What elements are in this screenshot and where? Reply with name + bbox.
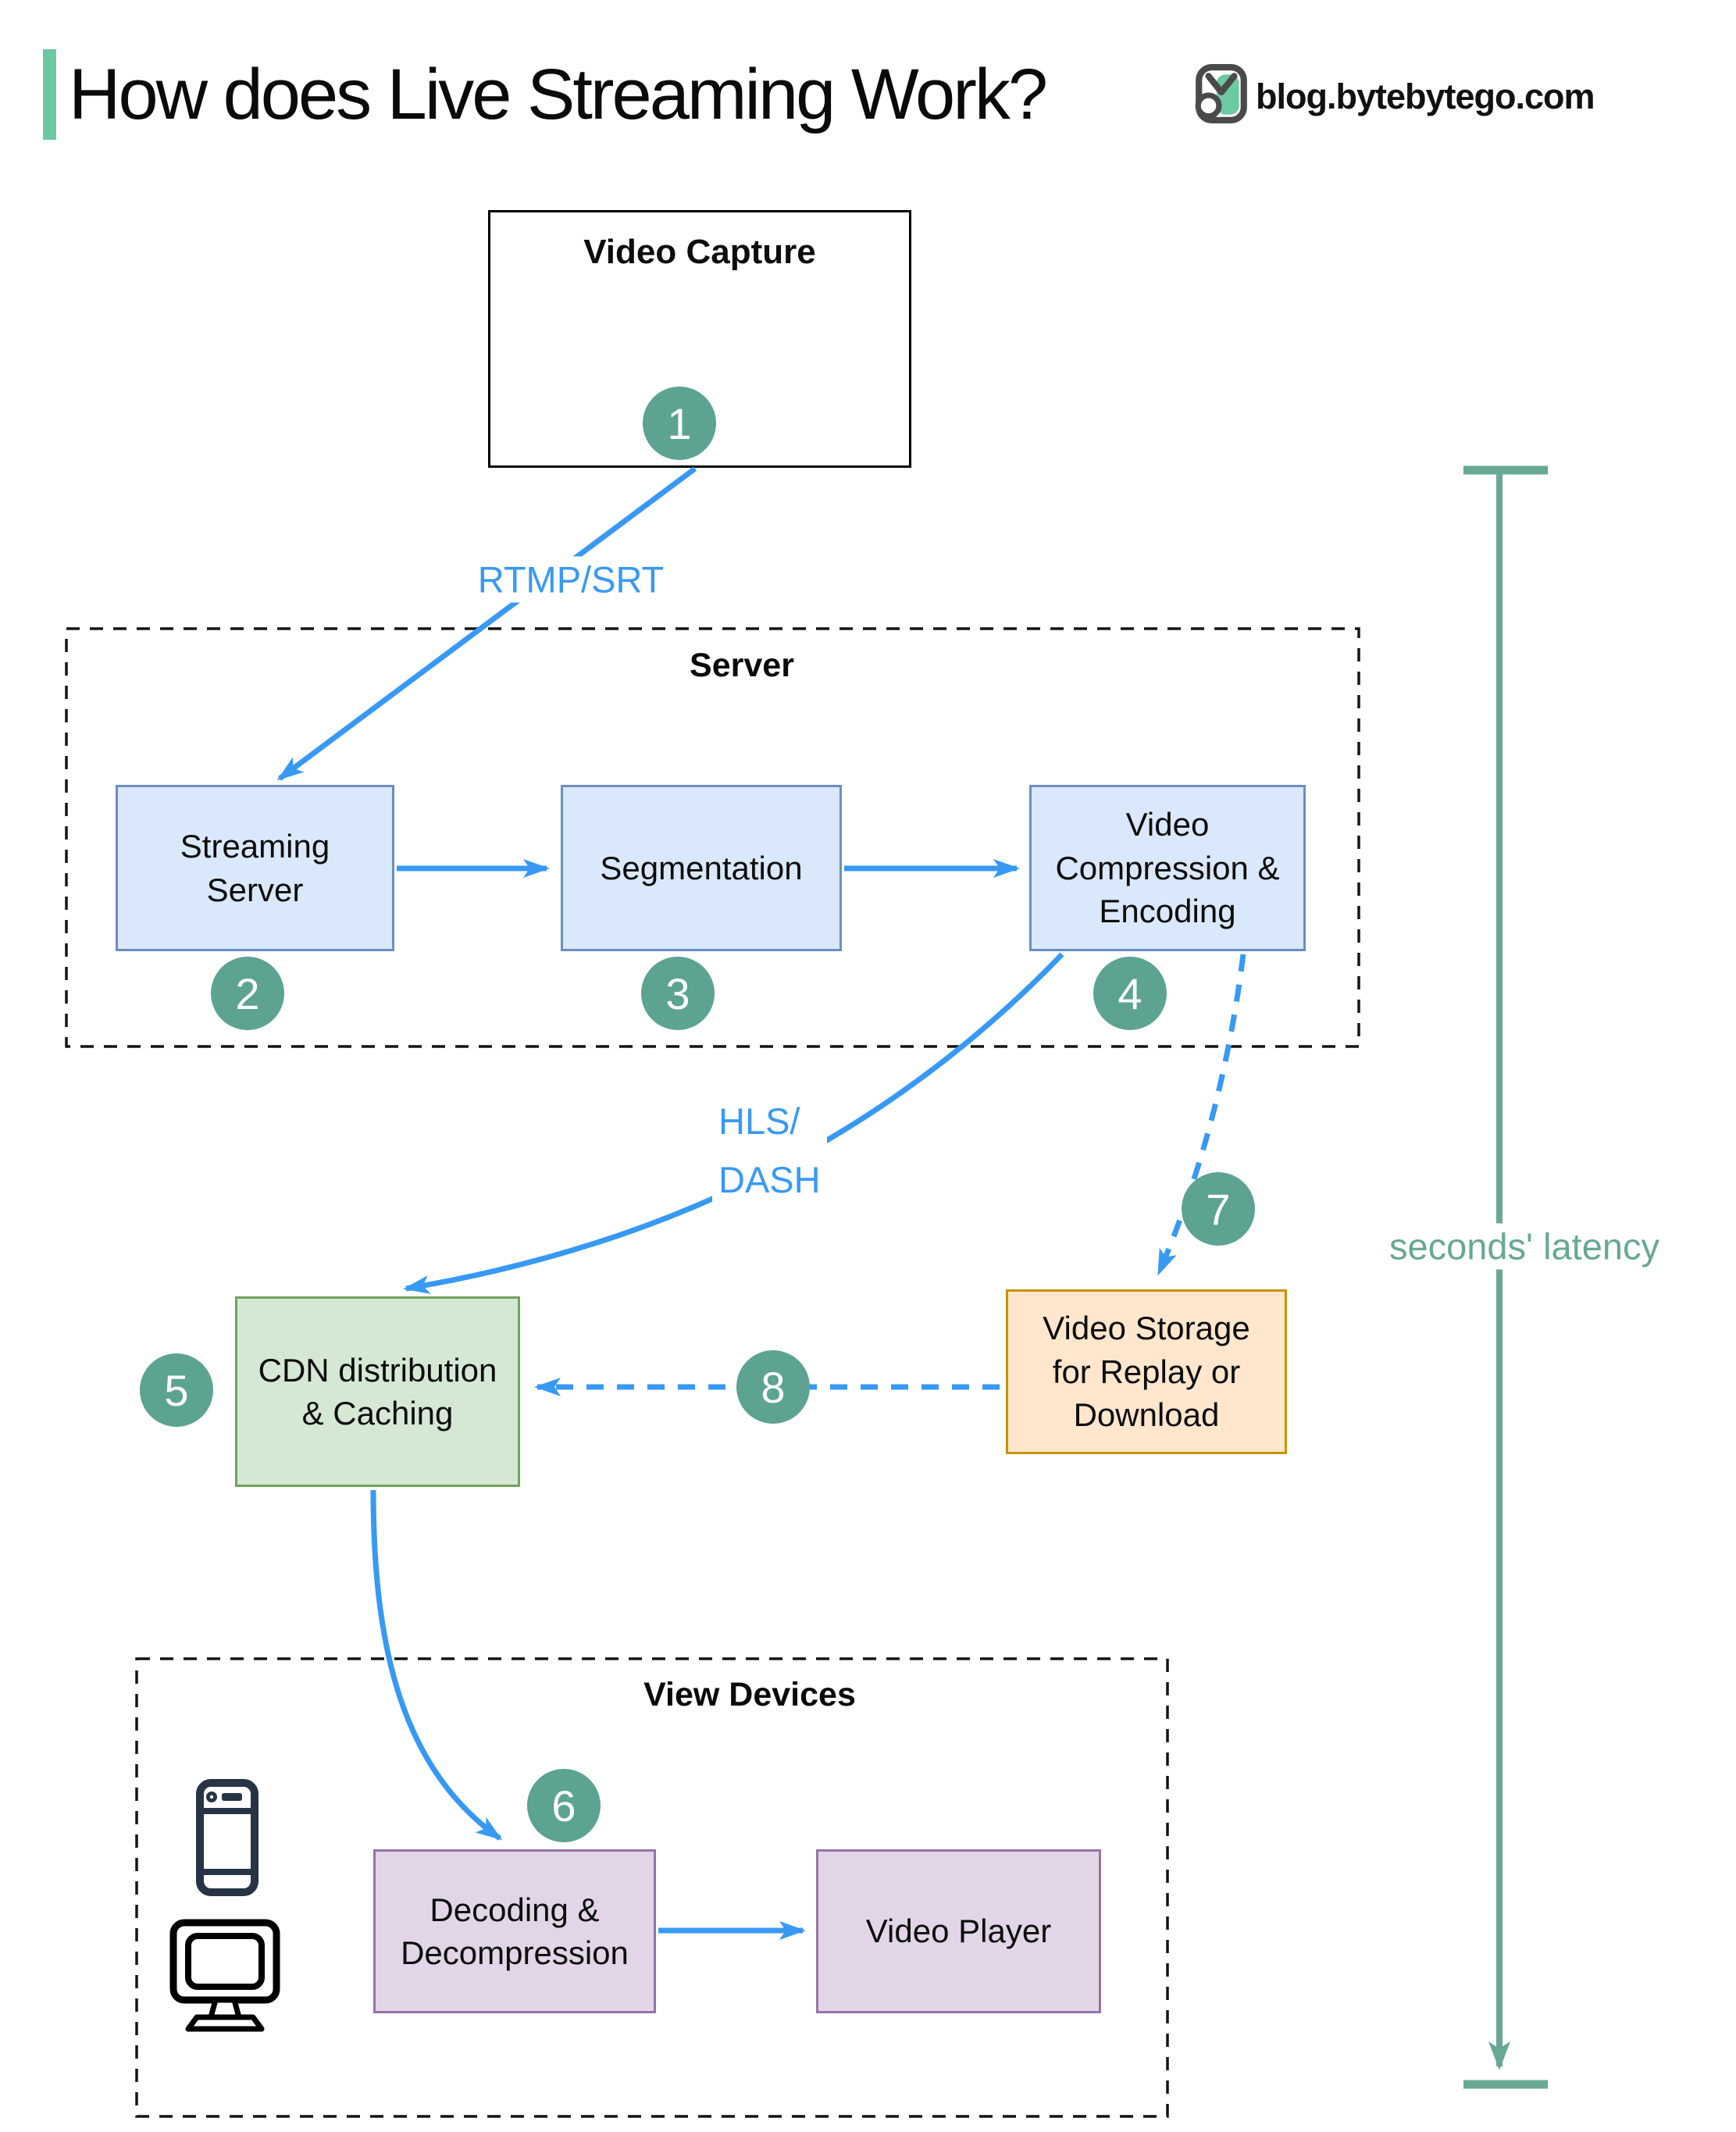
view-devices-group-border	[135, 1657, 1169, 2118]
decoding-label: Decoding & Decompression	[401, 1891, 629, 1971]
desktop-monitor-icon	[168, 1918, 281, 2034]
step-badge-3: 3	[641, 957, 715, 1030]
video-capture-label: Video Capture	[583, 233, 816, 271]
smartphone-icon	[195, 1779, 259, 1896]
server-group-label: Server	[690, 647, 794, 684]
hls-line2: DASH	[718, 1159, 821, 1201]
video-player-label: Video Player	[865, 1913, 1052, 1950]
node-cdn: CDN distribution & Caching	[235, 1296, 520, 1487]
site-url: blog.bytebytego.com	[1256, 77, 1595, 116]
edge-cdn-to-decoding	[370, 1489, 503, 1841]
latency-label: seconds' latency	[1382, 1223, 1666, 1270]
edge-capture-to-streaming	[276, 466, 697, 781]
hls-line1: HLS/	[718, 1100, 800, 1142]
view-devices-group-label: View Devices	[643, 1676, 856, 1713]
step-badge-2: 2	[211, 957, 284, 1030]
segmentation-label: Segmentation	[600, 849, 803, 886]
node-video-storage: Video Storage for Replay or Download	[1006, 1289, 1287, 1454]
step-badge-7: 7	[1182, 1172, 1255, 1246]
video-storage-label: Video Storage for Replay or Download	[1043, 1310, 1250, 1434]
node-video-player: Video Player	[816, 1849, 1101, 2013]
edge-label-rtmp-srt: RTMP/SRT	[471, 556, 671, 603]
video-compression-label: Video Compression & Encoding	[1055, 806, 1280, 930]
streaming-server-label: Streaming Server	[180, 828, 330, 908]
cdn-label: CDN distribution & Caching	[258, 1351, 497, 1431]
node-streaming-server: Streaming Server	[116, 785, 394, 951]
server-group-border	[65, 627, 1360, 1048]
step-badge-4: 4	[1093, 957, 1167, 1030]
latency-measure-line	[1463, 465, 1548, 2089]
node-video-compression: Video Compression & Encoding	[1029, 785, 1306, 951]
edge-compression-to-storage	[1156, 954, 1246, 1276]
step-badge-6: 6	[527, 1769, 601, 1842]
node-decoding: Decoding & Decompression	[373, 1849, 656, 2013]
edge-label-hls-dash: HLS/ DASH	[712, 1090, 827, 1211]
step-badge-5: 5	[140, 1353, 213, 1427]
step-badge-8: 8	[736, 1350, 810, 1424]
node-segmentation: Segmentation	[561, 785, 842, 951]
step-badge-1: 1	[643, 387, 716, 460]
title-accent-bar	[43, 49, 56, 140]
page-title: How does Live Streaming Work?	[69, 55, 1048, 134]
bytebytego-logo-icon	[1195, 64, 1248, 123]
